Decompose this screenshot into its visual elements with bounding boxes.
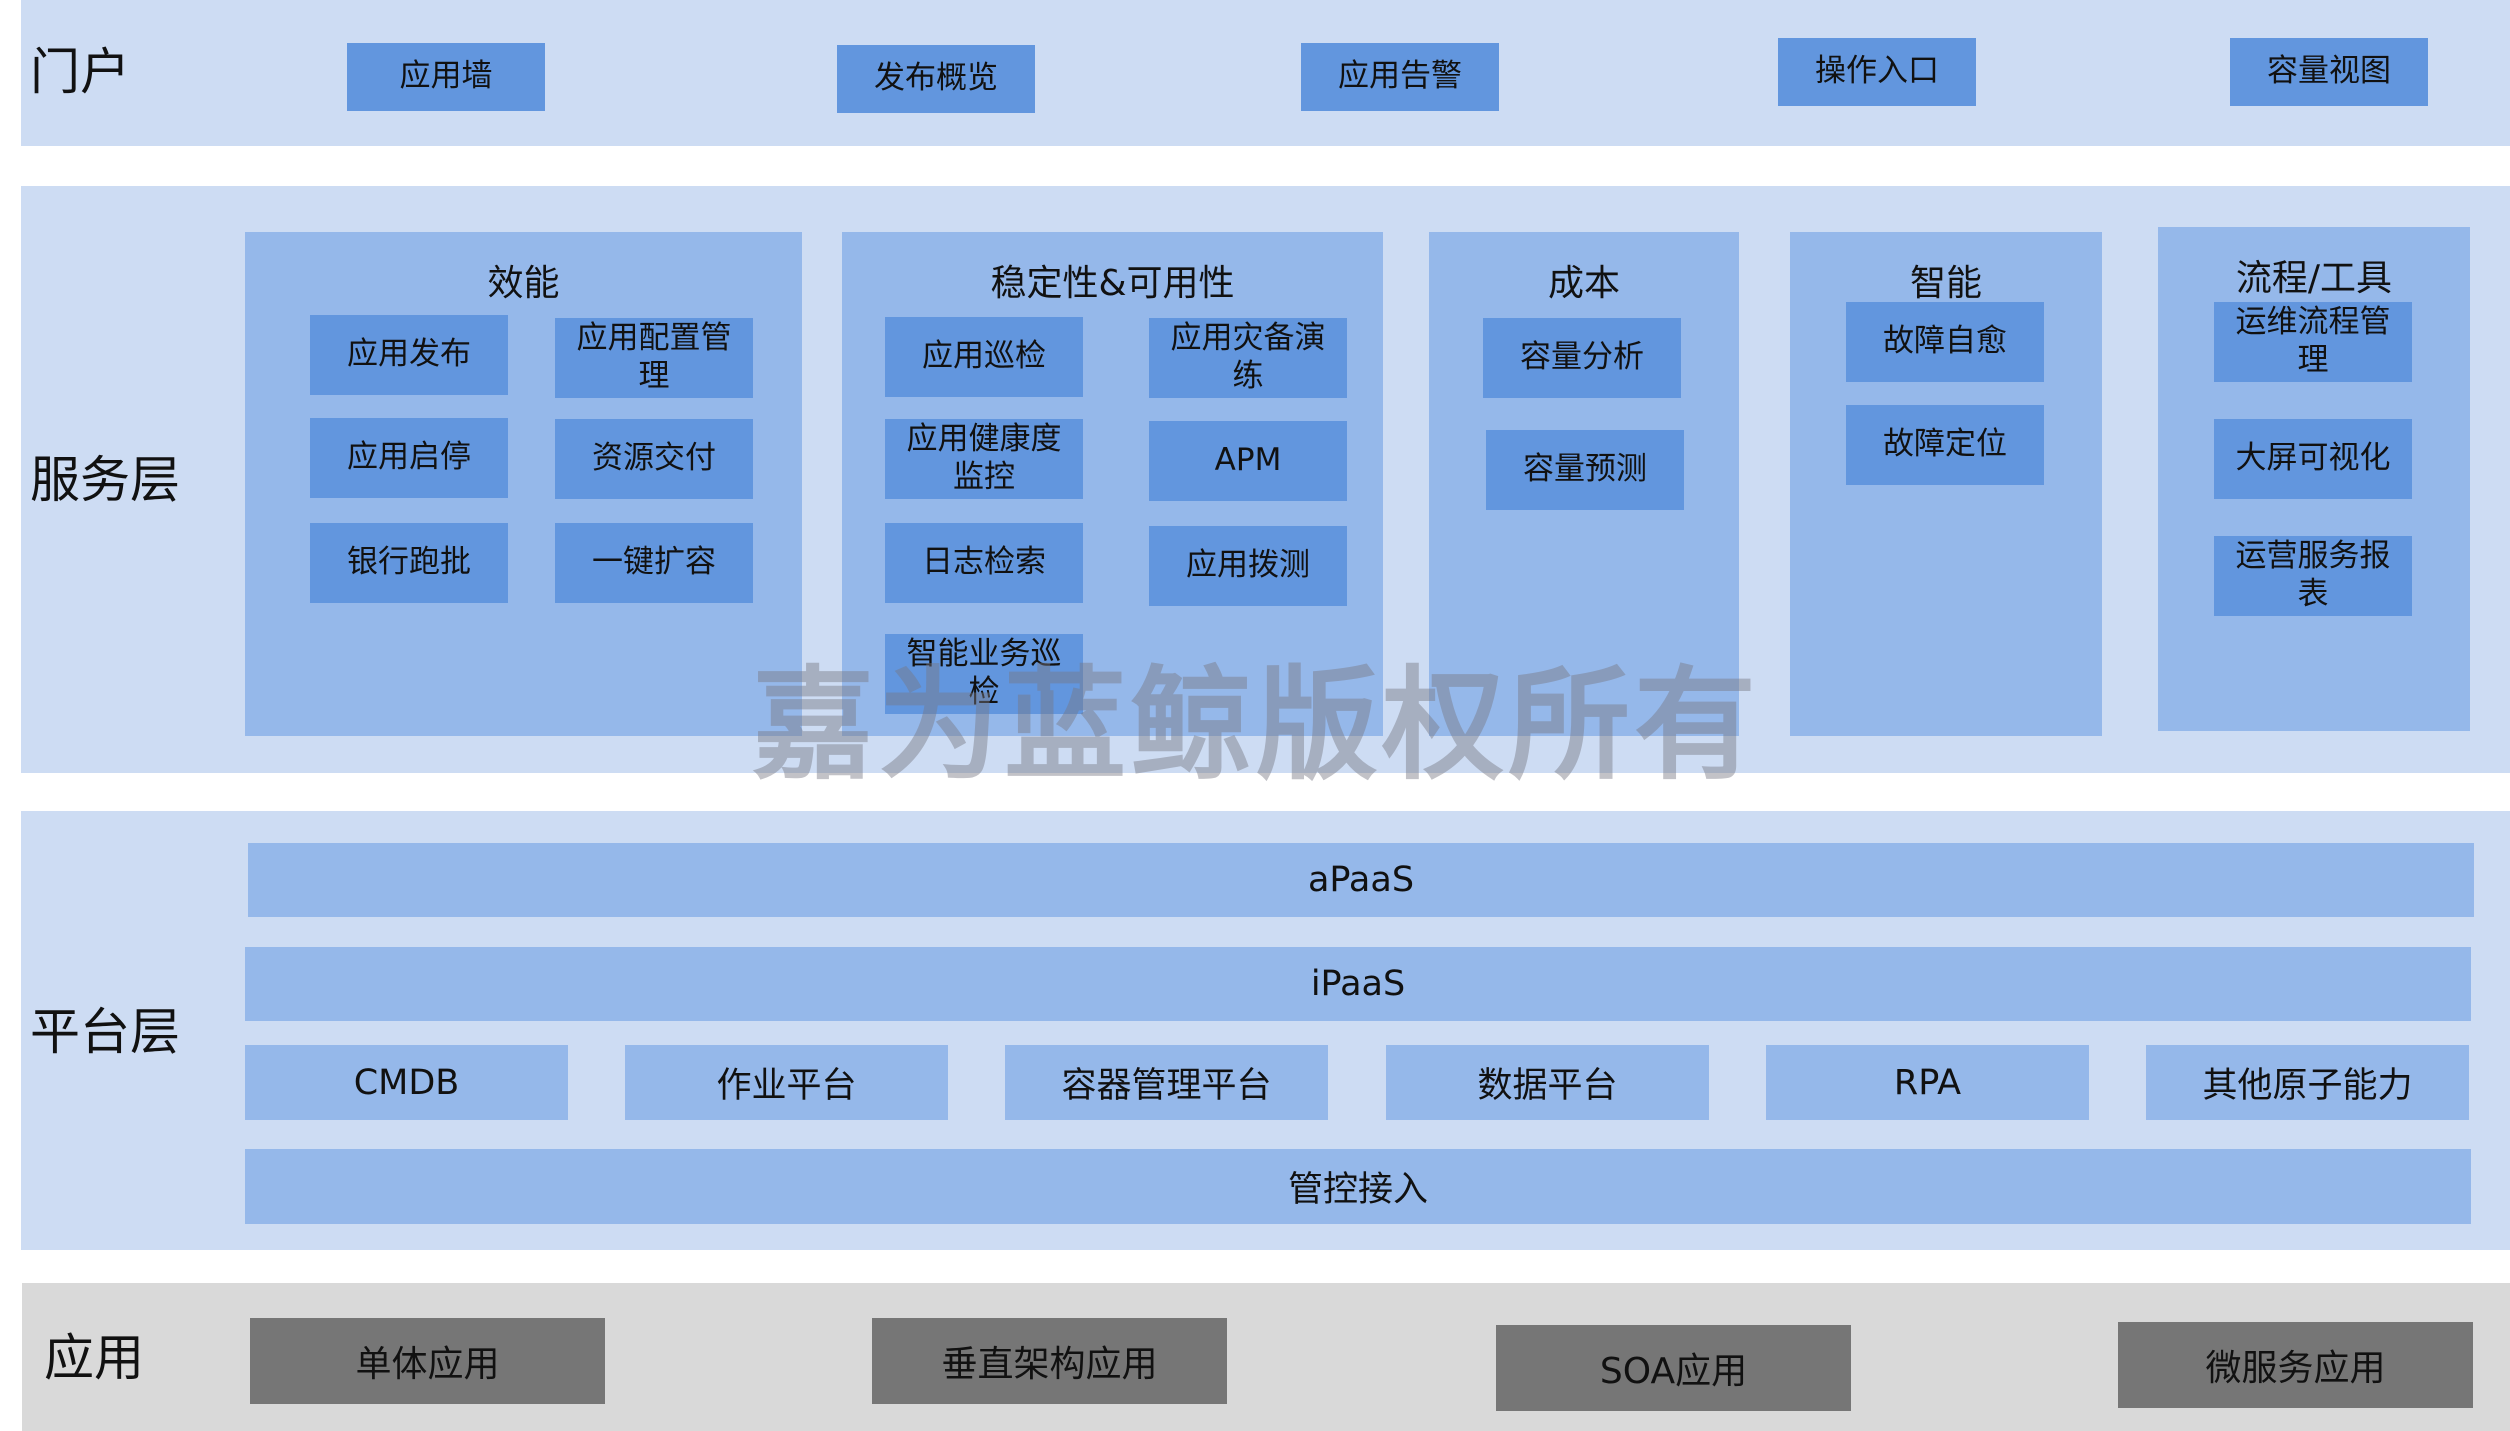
- service-item: 应用配置管理: [555, 318, 753, 398]
- service-item: 应用灾备演练: [1149, 318, 1347, 398]
- platform-component: 数据平台: [1386, 1045, 1709, 1120]
- control-access-bar: 管控接入: [245, 1149, 2471, 1224]
- application-item: 垂直架构应用: [872, 1318, 1227, 1404]
- ipaas-bar: iPaaS: [245, 947, 2471, 1021]
- service-item: 大屏可视化: [2214, 419, 2412, 499]
- platform-component: 容器管理平台: [1005, 1045, 1328, 1120]
- service-item: 日志检索: [885, 523, 1083, 603]
- platform-component: 其他原子能力: [2146, 1045, 2469, 1120]
- portal-item: 操作入口: [1778, 38, 1976, 106]
- platform-component: 作业平台: [625, 1045, 948, 1120]
- service-item: 容量预测: [1486, 430, 1684, 510]
- service-item: 应用拨测: [1149, 526, 1347, 606]
- portal-item: 容量视图: [2230, 38, 2428, 106]
- service-item: 运营服务报表: [2214, 536, 2412, 616]
- service-item: 银行跑批: [310, 523, 508, 603]
- platform-component: CMDB: [245, 1045, 568, 1120]
- column-title: 效能: [487, 263, 560, 304]
- service-label: 服务层: [30, 451, 180, 509]
- apaas-bar: aPaaS: [248, 843, 2474, 917]
- service-item: 资源交付: [555, 419, 753, 499]
- portal-item: 应用墙: [347, 43, 545, 111]
- column-title: 稳定性&可用性: [990, 263, 1235, 304]
- service-item: 智能业务巡检: [885, 634, 1083, 714]
- service-item: 应用发布: [310, 315, 508, 395]
- column-title: 智能: [1909, 263, 1982, 304]
- service-item: 容量分析: [1483, 318, 1681, 398]
- service-item: 应用健康度监控: [885, 419, 1083, 499]
- application-item: 单体应用: [250, 1318, 605, 1404]
- service-item: 应用巡检: [885, 317, 1083, 397]
- service-item: 故障定位: [1846, 405, 2044, 485]
- portal-item: 应用告警: [1301, 43, 1499, 111]
- platform-label: 平台层: [30, 1003, 180, 1061]
- service-item: 应用启停: [310, 418, 508, 498]
- service-item: 运维流程管理: [2214, 302, 2412, 382]
- service-item: 故障自愈: [1846, 302, 2044, 382]
- application-item: SOA应用: [1496, 1325, 1851, 1411]
- service-item: APM: [1149, 421, 1347, 501]
- column-title: 流程/工具: [2235, 258, 2393, 299]
- column-title: 成本: [1547, 263, 1620, 304]
- platform-component: RPA: [1766, 1045, 2089, 1120]
- portal-item: 发布概览: [837, 45, 1035, 113]
- application-label: 应用: [44, 1329, 144, 1387]
- service-item: 一键扩容: [555, 523, 753, 603]
- application-item: 微服务应用: [2118, 1322, 2473, 1408]
- portal-label: 门户: [30, 43, 130, 101]
